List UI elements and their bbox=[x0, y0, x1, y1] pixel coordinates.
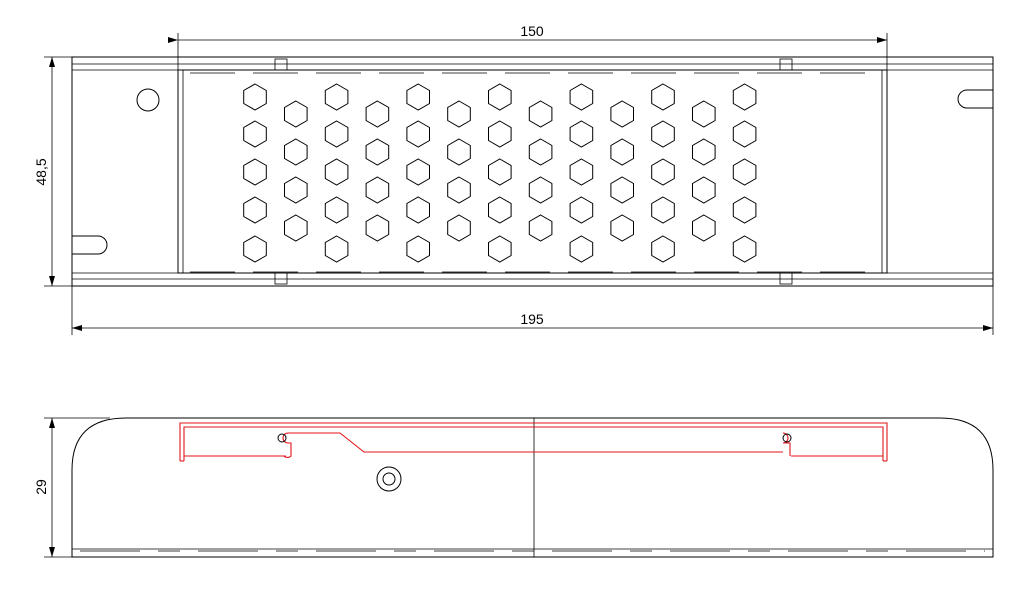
hex-hole bbox=[651, 158, 675, 186]
side-view-outline bbox=[71, 417, 994, 558]
dimension-29: 29 bbox=[33, 417, 110, 558]
hook-hole-right bbox=[782, 433, 792, 443]
tab-top-left bbox=[274, 58, 288, 71]
hex-hole bbox=[651, 120, 675, 148]
hex-hole bbox=[569, 120, 594, 148]
hook-hole-left bbox=[277, 433, 287, 443]
hex-hole bbox=[447, 214, 471, 242]
hex-hole bbox=[284, 214, 308, 242]
mounting-slot-right bbox=[957, 89, 993, 109]
hex-hole bbox=[488, 235, 512, 263]
hex-hole bbox=[447, 176, 471, 204]
hex-hole bbox=[284, 100, 308, 128]
dim-label-48-5: 48,5 bbox=[33, 158, 49, 185]
hex-hole bbox=[447, 138, 471, 166]
hex-hole bbox=[365, 214, 390, 242]
hex-hole bbox=[569, 158, 594, 186]
profile-outer bbox=[179, 422, 888, 461]
hex-hole bbox=[488, 120, 512, 148]
hex-hole bbox=[406, 158, 430, 186]
profile-hook-right bbox=[782, 432, 791, 456]
hex-hole bbox=[488, 83, 512, 111]
hex-hole bbox=[732, 158, 757, 186]
dimension-150: 150 bbox=[168, 23, 888, 70]
cover-plate bbox=[177, 69, 888, 274]
dimension-195: 195 bbox=[71, 286, 994, 335]
side-view bbox=[71, 417, 994, 558]
hex-hole bbox=[610, 100, 634, 128]
hex-hole bbox=[610, 214, 634, 242]
hex-hole bbox=[732, 120, 757, 148]
hex-hole bbox=[406, 196, 430, 224]
hex-hole bbox=[365, 100, 390, 128]
profile-hook-left bbox=[282, 432, 292, 458]
hex-hole bbox=[324, 120, 349, 148]
hex-hole bbox=[243, 196, 267, 224]
hex-hole bbox=[651, 235, 675, 263]
hex-hole bbox=[610, 176, 634, 204]
hex-hole bbox=[365, 138, 390, 166]
hex-hole bbox=[610, 138, 634, 166]
dimension-48-5: 48,5 bbox=[33, 56, 72, 287]
hex-hole bbox=[569, 83, 594, 111]
hex-hole bbox=[406, 120, 430, 148]
hex-hole bbox=[651, 83, 675, 111]
hex-hole bbox=[406, 235, 430, 263]
hex-hole bbox=[569, 196, 594, 224]
dim-label-195: 195 bbox=[520, 311, 544, 327]
screw-inner bbox=[382, 472, 396, 486]
hex-hole bbox=[324, 196, 349, 224]
hex-hole bbox=[732, 235, 757, 263]
hex-hole bbox=[324, 158, 349, 186]
hex-hole bbox=[324, 235, 349, 263]
hex-hole bbox=[692, 176, 716, 204]
hex-hole bbox=[651, 196, 675, 224]
tab-bottom-right bbox=[779, 272, 793, 285]
hex-hole bbox=[243, 158, 267, 186]
top-view bbox=[71, 56, 994, 287]
hex-hole bbox=[528, 214, 553, 242]
tab-top-right bbox=[779, 58, 793, 71]
hex-hole bbox=[406, 83, 430, 111]
hex-hole bbox=[528, 100, 553, 128]
hex-hole bbox=[284, 138, 308, 166]
profile-step-upper bbox=[288, 432, 783, 453]
mounting-hole bbox=[136, 88, 160, 112]
hex-hole bbox=[732, 83, 757, 111]
hex-hole bbox=[732, 196, 757, 224]
hex-hole bbox=[569, 235, 594, 263]
hex-hole bbox=[365, 176, 390, 204]
hex-hole bbox=[243, 120, 267, 148]
hex-hole bbox=[692, 138, 716, 166]
dim-label-150: 150 bbox=[520, 23, 544, 39]
hex-hole bbox=[243, 235, 267, 263]
hex-hole bbox=[692, 214, 716, 242]
hex-hole bbox=[488, 158, 512, 186]
tab-bottom-left bbox=[274, 272, 288, 285]
screw-outer bbox=[376, 466, 402, 492]
hex-hole bbox=[528, 176, 553, 204]
hex-hole bbox=[528, 138, 553, 166]
ventilation-holes bbox=[243, 83, 757, 263]
hex-hole bbox=[324, 83, 349, 111]
profile-inner bbox=[183, 426, 884, 461]
hex-hole bbox=[488, 196, 512, 224]
hex-hole bbox=[284, 176, 308, 204]
hex-hole bbox=[447, 100, 471, 128]
hex-hole bbox=[692, 100, 716, 128]
top-view-outline bbox=[71, 56, 994, 287]
mounting-slot-left bbox=[72, 235, 108, 255]
hex-hole bbox=[243, 83, 267, 111]
dim-label-29: 29 bbox=[33, 479, 49, 495]
